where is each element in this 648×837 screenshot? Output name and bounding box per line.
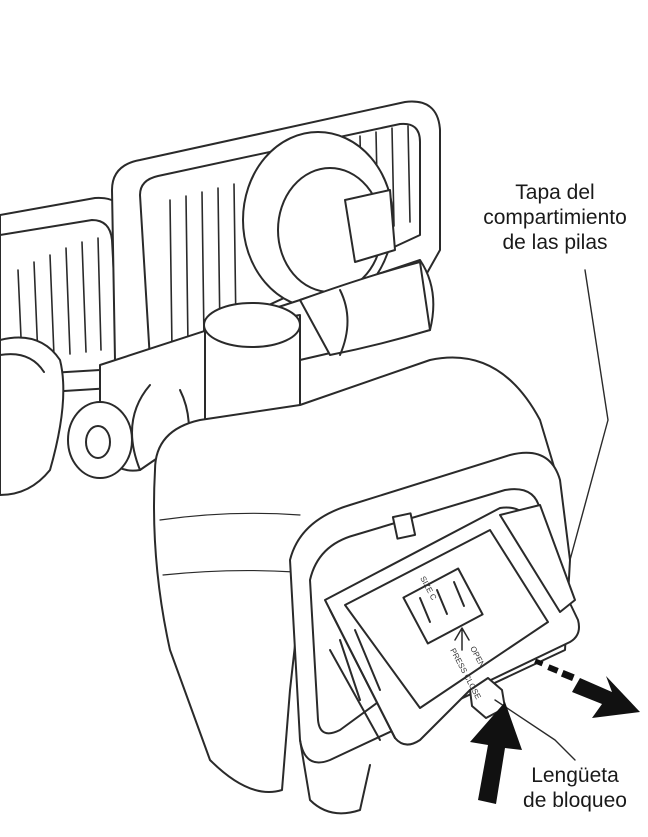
locking-tab-label-line-1: Lengüeta	[531, 764, 619, 787]
battery-cover-label-line-2: compartimiento	[483, 206, 627, 229]
locking-tab-label: Lengüeta de bloqueo	[510, 763, 640, 813]
battery-cover-label: Tapa del compartimiento de las pilas	[470, 180, 640, 255]
left-lamp-head	[0, 196, 136, 496]
locking-tab-label-line-2: de bloqueo	[523, 789, 627, 812]
swivel-arm	[67, 259, 435, 479]
pointer-line-battery-cover	[569, 269, 609, 561]
push-up-arrow	[470, 702, 522, 804]
battery-cover	[324, 504, 580, 746]
pointer-line-locking-tab	[494, 699, 576, 761]
battery-cover-label-line-1: Tapa del	[515, 181, 595, 204]
battery-cover-label-line-3: de las pilas	[502, 231, 608, 254]
pull-arrow	[534, 658, 640, 718]
